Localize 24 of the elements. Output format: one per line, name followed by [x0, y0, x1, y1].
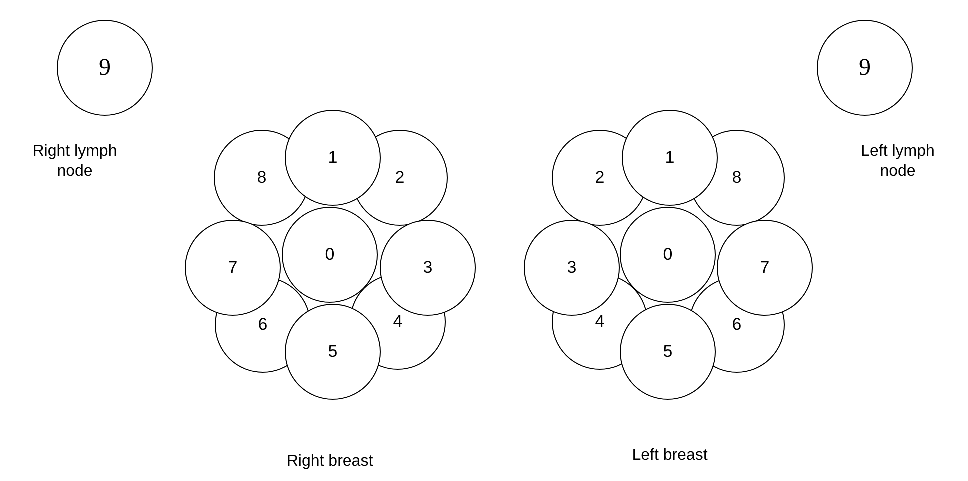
region-number: 8 — [257, 168, 267, 188]
region-number: 3 — [423, 258, 433, 278]
region-number: 1 — [665, 148, 675, 168]
region-number: 5 — [328, 342, 338, 362]
region-number: 1 — [328, 148, 338, 168]
region-number: 6 — [258, 315, 268, 335]
lymph-node-circle: 9 — [57, 20, 153, 116]
lymph-node-caption: Left lymph node — [860, 142, 936, 182]
breast-caption: Left breast — [632, 446, 708, 466]
region-number: 7 — [228, 258, 238, 278]
region-number: 0 — [325, 245, 335, 265]
breast-caption: Right breast — [286, 452, 374, 472]
region-number: 4 — [595, 312, 605, 332]
region-number: 6 — [732, 315, 742, 335]
lymph-node-circle: 9 — [817, 20, 913, 116]
region-number: 7 — [760, 258, 770, 278]
region-number: 2 — [395, 168, 405, 188]
region-number: 2 — [595, 168, 605, 188]
region-number: 3 — [567, 258, 577, 278]
region-number: 4 — [393, 312, 403, 332]
region-number: 5 — [663, 342, 673, 362]
region-number: 0 — [663, 245, 673, 265]
region-number: 8 — [732, 168, 742, 188]
lymph-node-caption: Right lymph node — [32, 142, 118, 182]
